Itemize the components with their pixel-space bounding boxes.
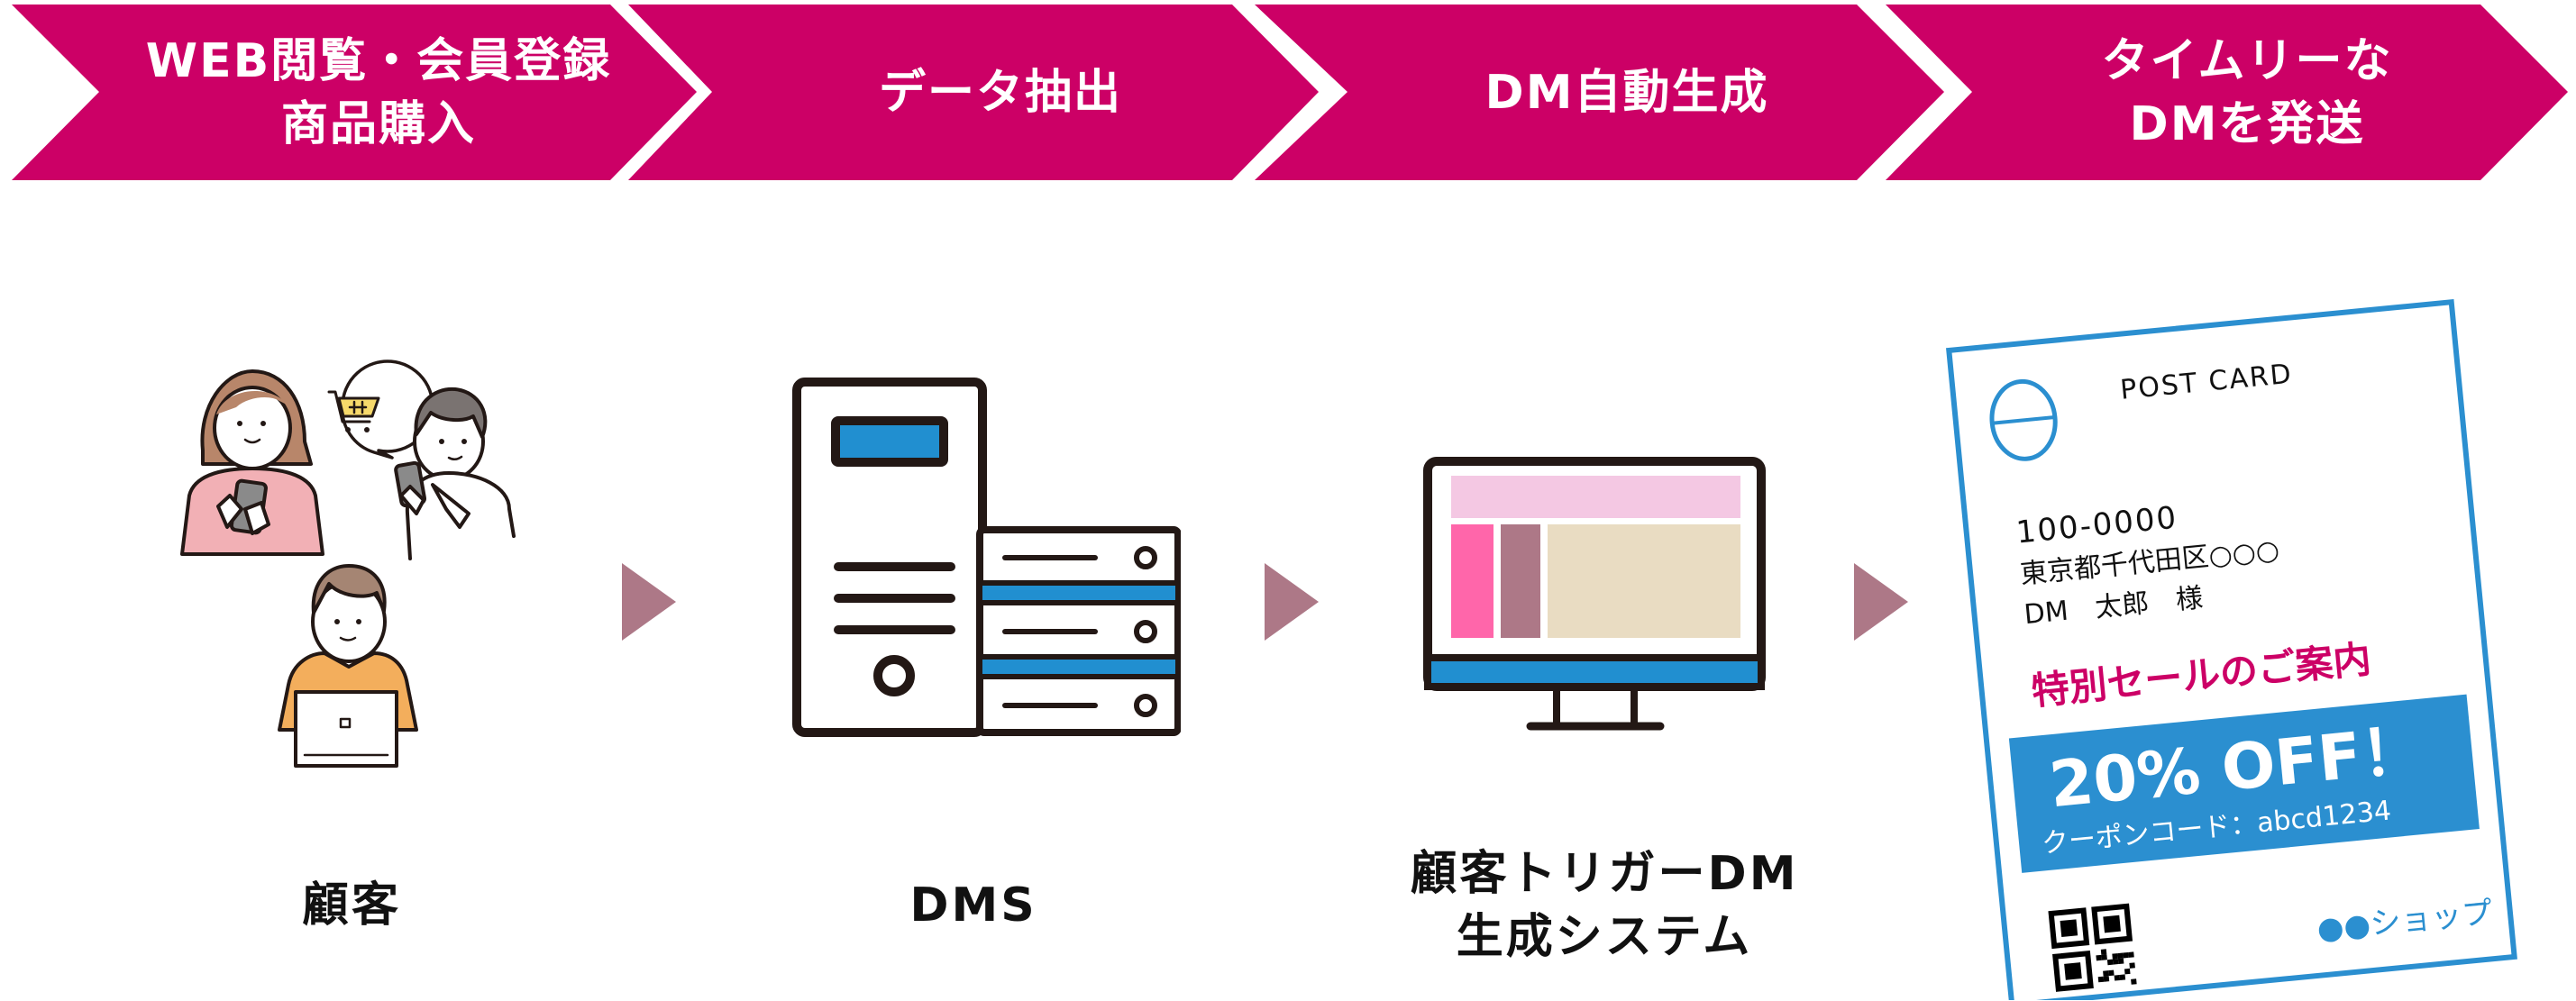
screen-main-block <box>1548 524 1740 638</box>
person-with-laptop-icon <box>278 564 418 768</box>
flow-arrow-3 <box>1854 563 1908 641</box>
monitor-icon <box>1423 457 1766 731</box>
step-label-1-line1: WEB閲覧・会員登録 <box>145 33 612 88</box>
step-label-4: タイムリーな DMを発送 <box>1972 5 2522 180</box>
flow-arrow-2 <box>1265 563 1319 641</box>
step-label-2-line1: データ抽出 <box>878 65 1122 120</box>
qr-module <box>2106 959 2114 966</box>
qr-module <box>2119 974 2126 980</box>
qr-finder <box>2060 919 2078 937</box>
step-label-3-line1: DM自動生成 <box>1484 65 1769 120</box>
qr-module <box>2112 959 2119 965</box>
step-label-3: DM自動生成 <box>1347 5 1906 180</box>
step-label-1-line2: 商品購入 <box>280 96 476 151</box>
coupon-banner <box>2008 694 2480 873</box>
step-label-4-line1: タイムリーな <box>2101 33 2393 88</box>
qr-module <box>2117 952 2124 960</box>
caption-customers: 顧客 <box>216 874 487 937</box>
customers-illustration <box>180 359 516 768</box>
qr-code-icon <box>2048 903 2137 992</box>
step-chevron-1 <box>12 5 697 180</box>
qr-module <box>2114 974 2121 981</box>
man-with-phone-icon <box>394 387 516 560</box>
step-chevron-2 <box>628 5 1319 180</box>
postcard: POST CARD 100-0000 東京都千代田区○○○ DM 太郎 様 特別… <box>1938 288 2533 1000</box>
qr-module <box>2131 978 2137 985</box>
screen-column-1 <box>1451 524 1494 638</box>
stamp-circle-icon <box>1989 378 2058 461</box>
qr-module <box>2103 970 2109 977</box>
flow-arrow-1-shape <box>622 563 676 641</box>
step-label-1: WEB閲覧・会員登録 商品購入 <box>99 5 658 180</box>
process-banner <box>12 5 2568 180</box>
caption-dm-system-line1: 顧客トリガーDM <box>1410 847 1799 901</box>
qr-module <box>2128 951 2134 958</box>
qr-module <box>2117 958 2124 965</box>
qr-module <box>2096 954 2102 961</box>
qr-module <box>2124 968 2131 975</box>
woman-with-phone-icon <box>180 369 324 556</box>
flow-arrow-2-shape <box>1265 563 1319 641</box>
screen-column-2 <box>1501 524 1540 638</box>
flow-arrow-1 <box>622 563 676 641</box>
server-display <box>831 416 948 467</box>
qr-module <box>2123 951 2129 959</box>
qr-module <box>2100 949 2107 955</box>
qr-finder <box>2064 962 2082 980</box>
screen-header-block <box>1451 476 1740 518</box>
step-label-4-line2: DMを発送 <box>2129 96 2365 151</box>
monitor-bezel <box>1424 654 1765 690</box>
caption-dms: DMS <box>838 874 1109 937</box>
qr-module <box>2129 962 2135 969</box>
qr-finder <box>2103 915 2121 933</box>
qr-module <box>2112 953 2118 960</box>
caption-dms-line1: DMS <box>909 878 1037 933</box>
qr-module <box>2108 969 2115 977</box>
caption-dm-system: 顧客トリガーDM 生成システム <box>1352 842 1857 969</box>
qr-module <box>2103 976 2110 982</box>
caption-dm-system-line2: 生成システム <box>1456 910 1753 964</box>
server-icon <box>792 378 1181 737</box>
qr-module <box>2097 976 2105 983</box>
caption-customers-line1: 顧客 <box>301 878 401 933</box>
step-chevron-4 <box>1886 5 2568 180</box>
flow-arrow-3-shape <box>1854 563 1908 641</box>
step-label-2: データ抽出 <box>712 5 1289 180</box>
step-chevron-3 <box>1255 5 1944 180</box>
qr-module <box>2101 954 2107 960</box>
